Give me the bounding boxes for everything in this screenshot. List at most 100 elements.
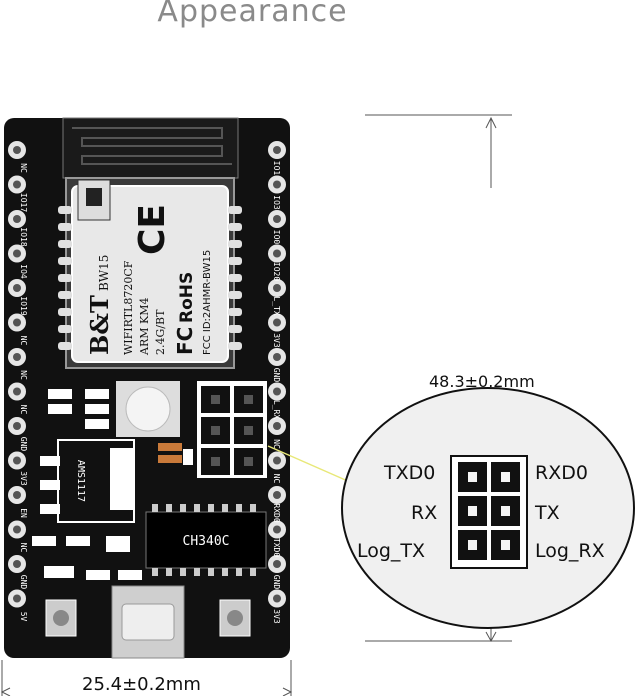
smd-resistor	[85, 404, 109, 414]
regulator-label: AMS1117	[75, 460, 86, 502]
chip-pin	[250, 568, 256, 576]
left-pin-pads	[8, 141, 26, 608]
header-pin-tip	[244, 426, 253, 435]
smd-resistor	[86, 570, 110, 580]
right-pin-label: IO3	[272, 195, 281, 210]
zoom-label-tx: TX	[535, 502, 560, 524]
left-pin-label: EN	[19, 508, 28, 518]
right-pin-label: 3V3	[272, 609, 281, 624]
zoom-pin-tip	[501, 540, 510, 550]
smd-resistor	[66, 536, 90, 546]
pin-hole	[273, 215, 281, 223]
smd-resistor	[85, 389, 109, 399]
antenna-connector-core	[86, 188, 102, 206]
module-pad	[58, 240, 72, 248]
pin-hole	[13, 456, 21, 465]
left-pin-label: IO4	[19, 264, 28, 279]
right-pin-label: IO1	[272, 161, 281, 176]
chip-pin	[194, 504, 200, 512]
regulator-pin	[40, 504, 60, 514]
zoom-label-rx: RX	[411, 502, 438, 524]
chip-pin	[166, 568, 172, 576]
usb-port-opening	[121, 603, 175, 641]
left-pin-label: IO17	[19, 193, 28, 212]
regulator-pin	[40, 456, 60, 466]
module-pads	[58, 206, 242, 350]
usb-uart-chip-pins	[152, 504, 256, 576]
left-pin-label: NC	[19, 370, 28, 380]
smd-resistor	[32, 536, 56, 546]
module-pad	[228, 291, 242, 299]
smd-resistor	[48, 404, 72, 414]
button-knob	[227, 610, 243, 626]
right-pin-label: NC	[272, 439, 281, 449]
chip-pin	[166, 504, 172, 512]
zoom-pin-tip	[468, 506, 477, 516]
chip-pin	[236, 504, 242, 512]
module-pad	[58, 291, 72, 299]
header-pin-tip	[244, 395, 253, 404]
left-pin-label: NC	[19, 336, 28, 346]
capacitor	[158, 455, 182, 463]
left-pin-label: IO19	[19, 296, 28, 315]
pin-hole	[13, 594, 21, 603]
module-pad	[58, 206, 72, 214]
smd-resistor	[118, 570, 142, 580]
smd-resistor	[48, 389, 72, 399]
smd-resistor	[85, 419, 109, 429]
arrow-up-icon	[485, 116, 497, 129]
pin-hole	[13, 318, 21, 327]
height-dimension-label: 48.3±0.2mm	[429, 372, 535, 391]
module-pad	[58, 325, 72, 333]
left-pin-label: GND	[19, 575, 28, 590]
chip-pin	[222, 568, 228, 576]
pin-hole	[273, 594, 281, 603]
module-label-area	[82, 196, 222, 356]
module-pad	[228, 274, 242, 282]
right-pin-label: TXD0	[272, 538, 281, 557]
pin-hole	[273, 318, 281, 327]
pin-hole	[273, 249, 281, 258]
pin-hole	[273, 422, 281, 430]
zoom-label-log-tx: Log_TX	[357, 540, 426, 562]
button-knob	[53, 610, 69, 626]
pin-hole	[13, 353, 21, 361]
module-pad	[58, 257, 72, 265]
capacitor	[158, 443, 182, 451]
pin-hole	[273, 491, 281, 499]
module-pad	[58, 308, 72, 316]
arrow-left-icon	[0, 687, 11, 696]
pin-hole	[273, 180, 281, 189]
pin-hole	[13, 422, 21, 430]
width-dimension-label: 25.4±0.2mm	[82, 674, 201, 695]
pin-hole	[13, 215, 21, 223]
module-pad	[58, 223, 72, 231]
zoom-pin-tip	[468, 472, 477, 482]
right-pin-labels: IO1IO3IO0IO20L_TX3V3GNDL_RXNCNCRXD0TXD0G…	[272, 161, 281, 624]
zoom-pin-tip	[468, 540, 477, 550]
zoom-pin-tip	[501, 506, 510, 516]
chip-pin	[222, 504, 228, 512]
module-can	[71, 185, 229, 363]
module-pad	[58, 274, 72, 282]
diode	[44, 566, 74, 578]
arrow-right-icon	[282, 687, 293, 696]
chip-pin	[152, 504, 158, 512]
pin-hole	[273, 353, 281, 361]
zoom-pin-tip	[501, 472, 510, 482]
zoom-connector-pins	[458, 462, 520, 560]
right-pin-label: NC	[272, 474, 281, 484]
pin-hole	[13, 284, 21, 292]
right-pin-pads	[268, 141, 286, 608]
chip-pin	[208, 568, 214, 576]
rgb-led-lens	[125, 386, 171, 432]
chip-pin	[236, 568, 242, 576]
header-pin-tip	[244, 457, 253, 466]
chip-pin	[208, 504, 214, 512]
pin-hole	[13, 249, 21, 258]
header-pin-tip	[211, 457, 220, 466]
module-pad	[228, 240, 242, 248]
module-pad	[228, 325, 242, 333]
chip-pin	[250, 504, 256, 512]
